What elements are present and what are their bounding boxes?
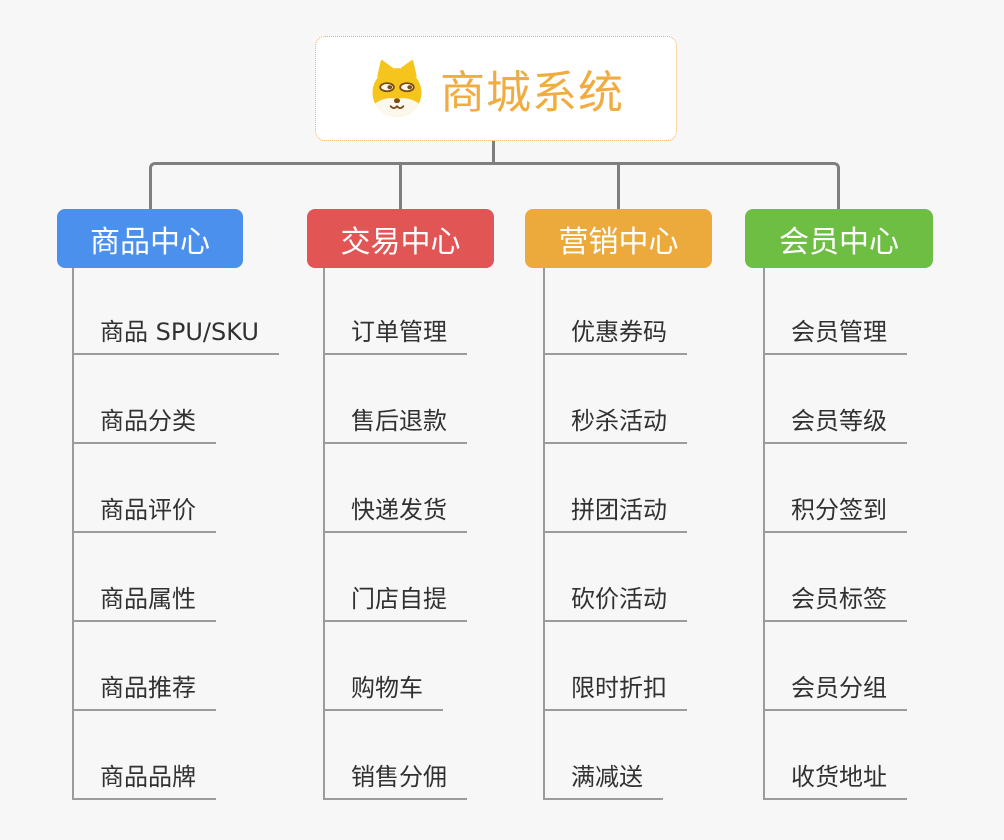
- leaf-node[interactable]: 订单管理: [323, 313, 467, 355]
- leaf-node[interactable]: 拼团活动: [543, 491, 687, 533]
- leaf-node[interactable]: 快递发货: [323, 491, 467, 533]
- leaf-label: 门店自提: [351, 585, 447, 613]
- branch-node-marketing-center[interactable]: 营销中心: [525, 209, 712, 268]
- leaf-label: 积分签到: [791, 496, 887, 524]
- leaf-label: 商品推荐: [100, 674, 196, 702]
- leaf-label: 会员标签: [791, 585, 887, 613]
- leaf-label: 优惠券码: [571, 318, 667, 346]
- spine-member-center: [763, 268, 765, 800]
- leaf-node[interactable]: 收货地址: [763, 758, 907, 800]
- root-node-label: 商城系统: [439, 66, 624, 119]
- branch-label: 交易中心: [340, 224, 461, 260]
- leaf-node[interactable]: 商品 SPU/SKU: [72, 313, 279, 355]
- leaf-node[interactable]: 会员分组: [763, 669, 907, 711]
- branch-label: 会员中心: [779, 224, 899, 260]
- connector-drop-marketing: [617, 165, 620, 209]
- doge-face-icon: [372, 59, 422, 117]
- leaf-label: 满减送: [571, 763, 643, 791]
- leaf-label: 砍价活动: [571, 585, 667, 613]
- branch-node-member-center[interactable]: 会员中心: [745, 209, 933, 268]
- leaf-label: 会员分组: [791, 674, 887, 702]
- leaf-node[interactable]: 售后退款: [323, 402, 467, 444]
- leaf-label: 售后退款: [351, 407, 447, 435]
- leaf-label: 商品属性: [100, 585, 196, 613]
- leaf-label: 商品 SPU/SKU: [100, 318, 259, 346]
- leaf-node[interactable]: 会员等级: [763, 402, 907, 444]
- spine-product-center: [72, 268, 74, 800]
- spine-marketing-center: [543, 268, 545, 800]
- leaf-label: 销售分佣: [351, 763, 447, 791]
- leaf-node[interactable]: 砍价活动: [543, 580, 687, 622]
- connector-bus: [149, 162, 840, 209]
- leaf-label: 会员等级: [791, 407, 887, 435]
- leaf-label: 限时折扣: [571, 674, 667, 702]
- branch-node-product-center[interactable]: 商品中心: [57, 209, 243, 268]
- leaf-label: 商品评价: [100, 496, 196, 524]
- root-node[interactable]: 商城系统: [315, 36, 677, 141]
- leaf-label: 秒杀活动: [571, 407, 667, 435]
- connector-drop-trade: [399, 165, 402, 209]
- leaf-label: 拼团活动: [571, 496, 667, 524]
- leaf-label: 商品品牌: [100, 763, 196, 791]
- leaf-node[interactable]: 积分签到: [763, 491, 907, 533]
- leaf-node[interactable]: 商品分类: [72, 402, 216, 444]
- leaf-node[interactable]: 秒杀活动: [543, 402, 687, 444]
- leaf-label: 快递发货: [351, 496, 447, 524]
- leaf-node[interactable]: 优惠券码: [543, 313, 687, 355]
- leaf-node[interactable]: 会员管理: [763, 313, 907, 355]
- leaf-node[interactable]: 销售分佣: [323, 758, 467, 800]
- leaf-node[interactable]: 商品属性: [72, 580, 216, 622]
- leaf-label: 商品分类: [100, 407, 196, 435]
- branch-label: 营销中心: [558, 224, 679, 260]
- leaf-label: 会员管理: [791, 318, 887, 346]
- branch-node-trade-center[interactable]: 交易中心: [307, 209, 494, 268]
- spine-trade-center: [323, 268, 325, 800]
- leaf-node[interactable]: 门店自提: [323, 580, 467, 622]
- leaf-label: 订单管理: [351, 318, 447, 346]
- branch-label: 商品中心: [90, 224, 210, 260]
- leaf-node[interactable]: 商品品牌: [72, 758, 216, 800]
- leaf-node[interactable]: 满减送: [543, 758, 663, 800]
- leaf-label: 购物车: [351, 674, 423, 702]
- leaf-node[interactable]: 会员标签: [763, 580, 907, 622]
- leaf-label: 收货地址: [791, 763, 887, 791]
- connector-root-stub: [492, 141, 495, 163]
- leaf-node[interactable]: 商品评价: [72, 491, 216, 533]
- leaf-node[interactable]: 限时折扣: [543, 669, 687, 711]
- leaf-node[interactable]: 商品推荐: [72, 669, 216, 711]
- leaf-node[interactable]: 购物车: [323, 669, 443, 711]
